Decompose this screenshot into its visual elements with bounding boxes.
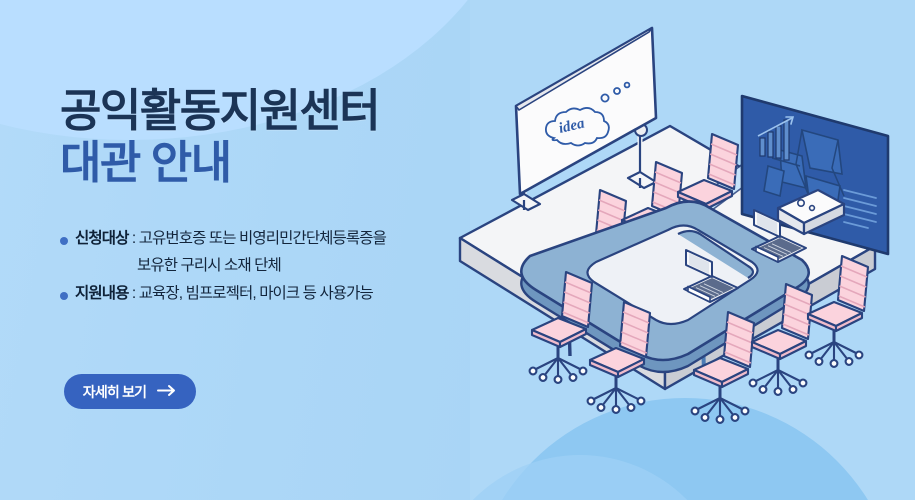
bullet-separator: :: [128, 230, 139, 247]
title-line-1: 공익활동지원센터: [60, 85, 381, 136]
view-details-label: 자세히 보기: [82, 383, 147, 400]
title-line-2: 대관 안내: [60, 137, 232, 188]
meeting-room-illustration: idea: [420, 18, 915, 488]
text-column: 공익활동지원센터 대관 안내 신청대상 : 고유번호증 또는 비영리민간단체등록…: [60, 85, 460, 409]
arrow-right-icon: [157, 384, 177, 400]
bullet-text: 신청대상 : 고유번호증 또는 비영리민간단체등록증을: [75, 228, 387, 251]
bullet-body: 교육장, 빔프로젝터, 마이크 등 사용가능: [138, 284, 374, 302]
bullet-label: 신청대상: [75, 230, 129, 247]
list-item: 지원내용 : 교육장, 빔프로젝터, 마이크 등 사용가능: [60, 283, 460, 306]
list-item: 신청대상 : 고유번호증 또는 비영리민간단체등록증을: [60, 228, 460, 251]
bullet-list: 신청대상 : 고유번호증 또는 비영리민간단체등록증을 보유한 구리시 소재 단…: [60, 228, 460, 310]
bullet-dot-icon: [60, 237, 68, 245]
bullet-dot-icon: [60, 291, 68, 300]
bullet-text: 지원내용 : 교육장, 빔프로젝터, 마이크 등 사용가능: [75, 283, 374, 306]
bullet-separator: :: [128, 284, 139, 302]
bullet-body: 고유번호증 또는 비영리민간단체등록증을: [138, 230, 387, 247]
view-details-button[interactable]: 자세히 보기: [64, 374, 196, 409]
idea-thought-cloud: [545, 81, 631, 147]
page-title: 공익활동지원센터 대관 안내: [60, 85, 381, 188]
bullet-continuation: 보유한 구리시 소재 단체: [137, 256, 282, 274]
projector: [776, 188, 846, 236]
whiteboard: idea: [510, 26, 658, 212]
bullet-label: 지원내용: [75, 284, 129, 302]
svg-text:idea: idea: [557, 115, 586, 137]
